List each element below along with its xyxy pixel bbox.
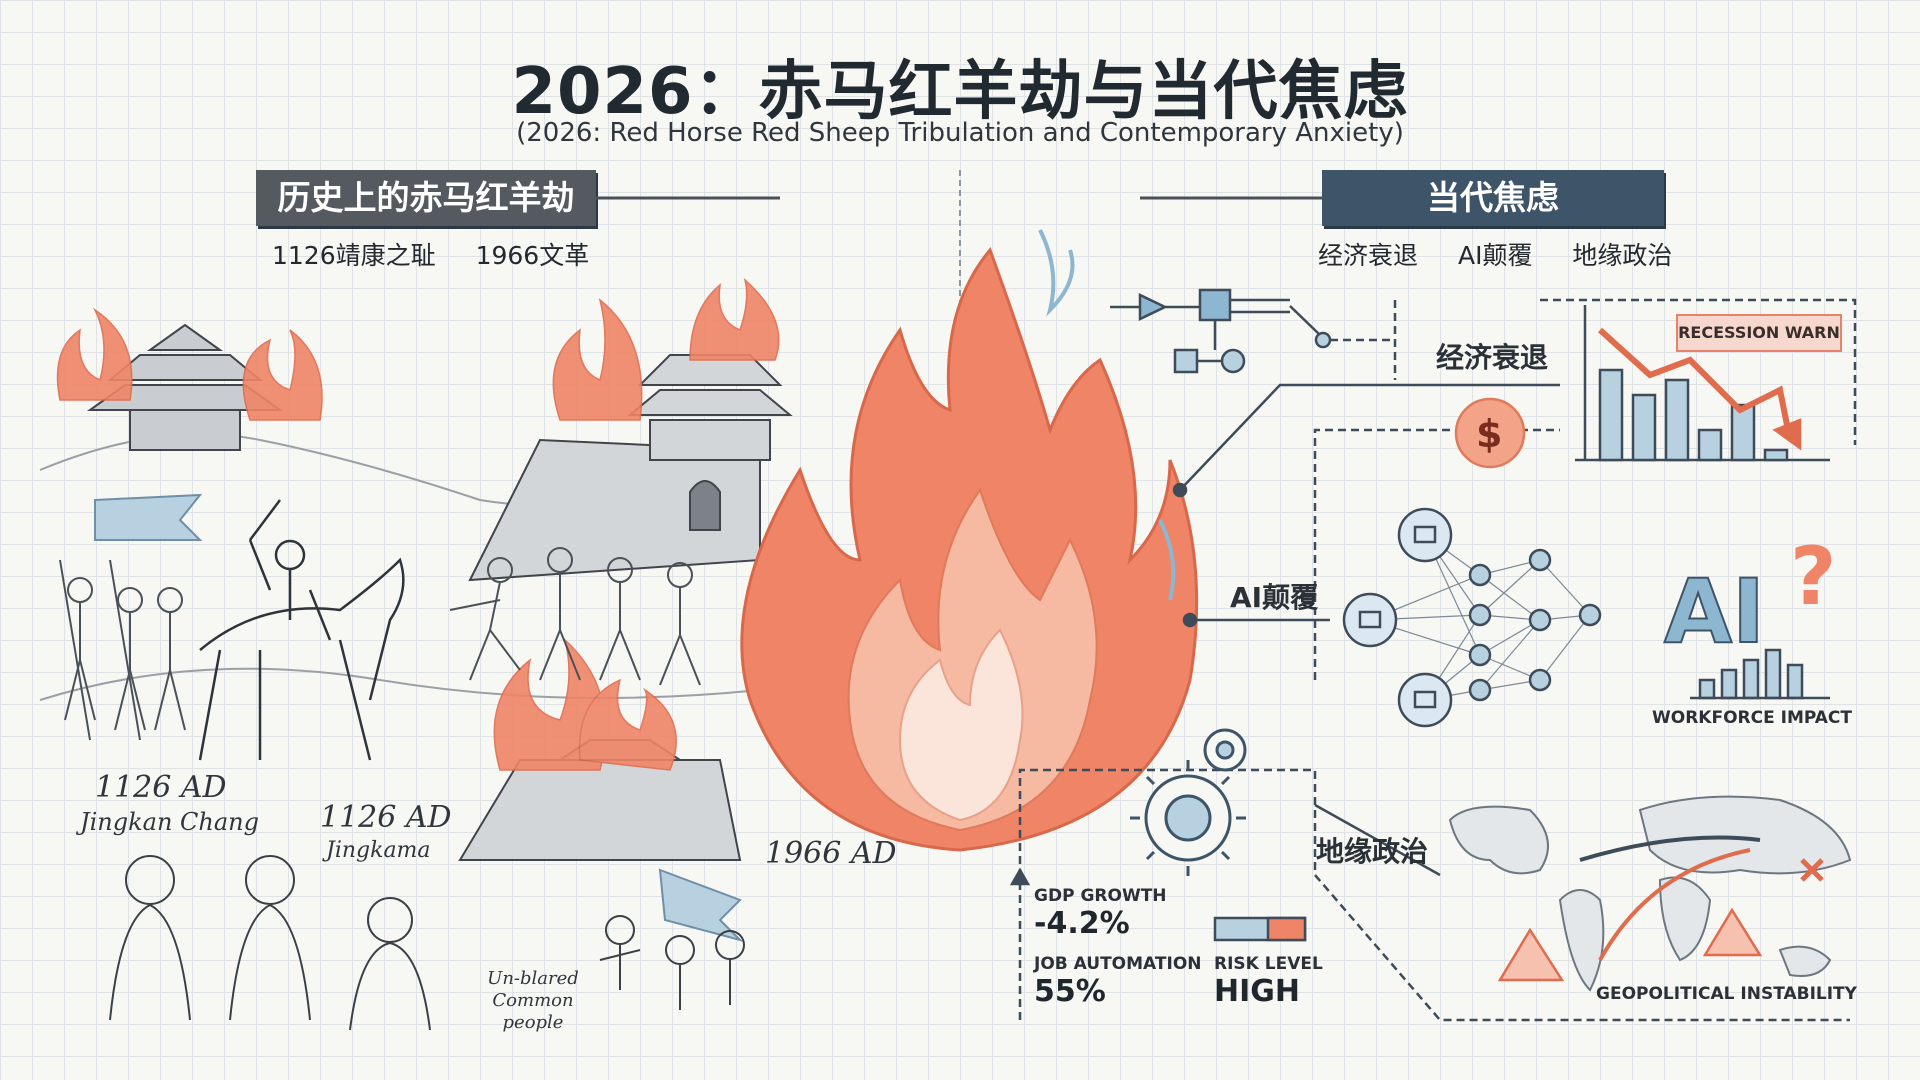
fire-4: [689, 277, 780, 361]
history-events-list: 1126靖康之耻 1966文革: [272, 236, 621, 272]
risk-level-value: HIGH: [1214, 974, 1301, 1009]
dashed-frame-2: [1540, 298, 1857, 445]
caption-1126-year-1: 1126 AD: [95, 770, 227, 805]
topic-economy: 经济衰退: [1318, 241, 1419, 270]
robot-node-icon: [1342, 592, 1398, 648]
question-mark-icon: ?: [1790, 530, 1837, 623]
cross-icon: [1800, 858, 1824, 882]
dollar-icon: $: [1476, 412, 1503, 456]
ai-network-icon: [1342, 507, 1602, 728]
robot-node-icon: [1397, 507, 1453, 563]
robot-node-icon: [1397, 672, 1453, 728]
caption-1126-name-2: Jingkama: [326, 838, 431, 863]
label-ai: AI颠覆: [1230, 581, 1319, 614]
flag-bottom-icon: [658, 868, 744, 942]
label-economy: 经济衰退: [1436, 341, 1549, 374]
dollar-coin-icon: [1454, 397, 1526, 469]
workforce-impact-label: WORKFORCE IMPACT: [1652, 708, 1852, 728]
contemporary-topics-list: 经济衰退 AI颠覆 地缘政治: [1318, 236, 1704, 272]
job-automation-value: 55%: [1034, 974, 1106, 1009]
warning-icon-2: [1702, 907, 1763, 957]
connector-geo: [1314, 803, 1441, 877]
risk-level-fill: [1266, 916, 1307, 942]
flowchart-icon: [1110, 288, 1397, 380]
event-1126: 1126靖康之耻: [272, 241, 436, 270]
fire-2: [242, 329, 323, 421]
dashed-frame-3: [1018, 768, 1850, 1022]
gdp-growth-value: -4.2%: [1034, 906, 1130, 941]
topic-geopolitics: 地缘政治: [1572, 241, 1673, 270]
conflict-arrow-1: [1598, 848, 1751, 961]
warning-icon-1: [1497, 927, 1565, 982]
page-title: 2026：赤马红羊劫与当代焦虑: [511, 55, 1409, 129]
horse-rider-icon: [198, 499, 405, 761]
soldiers-left-icon: [59, 559, 186, 741]
label-geopolitics: 地缘政治: [1316, 835, 1429, 868]
gdp-growth-label: GDP GROWTH: [1034, 886, 1167, 906]
contemporary-section-banner: 当代焦虑: [1322, 170, 1664, 226]
city-wall-icon: [468, 354, 793, 582]
recession-chart-icon: [1575, 305, 1830, 462]
job-automation-label: JOB AUTOMATION: [1034, 954, 1202, 974]
gear-icon: [1130, 728, 1247, 876]
conflict-arrow-2: [1579, 835, 1761, 862]
caption-common-people: Un-blared Common people: [487, 968, 579, 1033]
contemporary-diagram: [1009, 288, 1857, 1022]
topic-ai: AI颠覆: [1457, 241, 1533, 270]
connector-economy: [1179, 383, 1560, 491]
risk-level-label: RISK LEVEL: [1214, 954, 1323, 974]
flag-left-icon: [94, 493, 203, 541]
central-flame-icon: [740, 229, 1199, 852]
ai-big-letters: AI: [1663, 559, 1766, 664]
event-1966: 1966文革: [475, 241, 590, 270]
geopolitical-instability-label: GEOPOLITICAL INSTABILITY: [1596, 984, 1857, 1004]
fire-3: [552, 298, 643, 421]
caption-1126-name-1: Jingkan Chang: [80, 808, 260, 836]
people-bottom-icon: [109, 855, 745, 1031]
soldiers-center-icon: [449, 547, 701, 686]
caption-1126-year-2: 1126 AD: [320, 800, 452, 835]
workforce-chart-icon: [1690, 648, 1830, 700]
fire-6: [578, 678, 677, 771]
history-section-banner: 历史上的赤马红羊劫: [256, 170, 596, 226]
world-map-icon: [1448, 795, 1852, 992]
caption-1966-year: 1966 AD: [765, 836, 897, 871]
page-subtitle: (2026: Red Horse Red Sheep Tribulation a…: [516, 118, 1404, 148]
dashed-frame-1: [1313, 428, 1560, 680]
fire-1: [56, 307, 133, 401]
recession-warning-badge: RECESSION WARN: [1676, 314, 1842, 352]
history-sketch: [39, 277, 793, 1031]
